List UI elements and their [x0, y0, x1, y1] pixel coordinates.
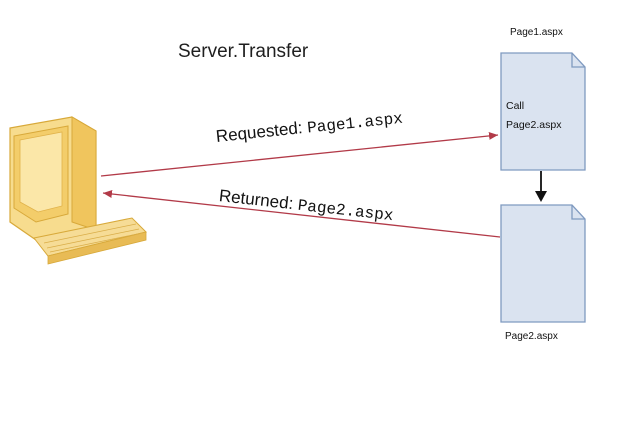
- response-arrow: [102, 190, 501, 238]
- request-arrow: [100, 131, 499, 177]
- page1-caption: Page1.aspx: [510, 27, 563, 38]
- diagram-title: Server.Transfer: [178, 41, 309, 62]
- page1-body: Call Page2.aspx: [506, 97, 561, 135]
- page1-body-line2: Page2.aspx: [506, 119, 562, 131]
- page1-body-line1: Call: [506, 100, 525, 112]
- page2-document-icon: [500, 204, 586, 323]
- page1-document-icon: [500, 52, 586, 171]
- transfer-arrow: [535, 171, 547, 202]
- page2-caption: Page2.aspx: [505, 331, 558, 342]
- computer-icon: [9, 116, 147, 265]
